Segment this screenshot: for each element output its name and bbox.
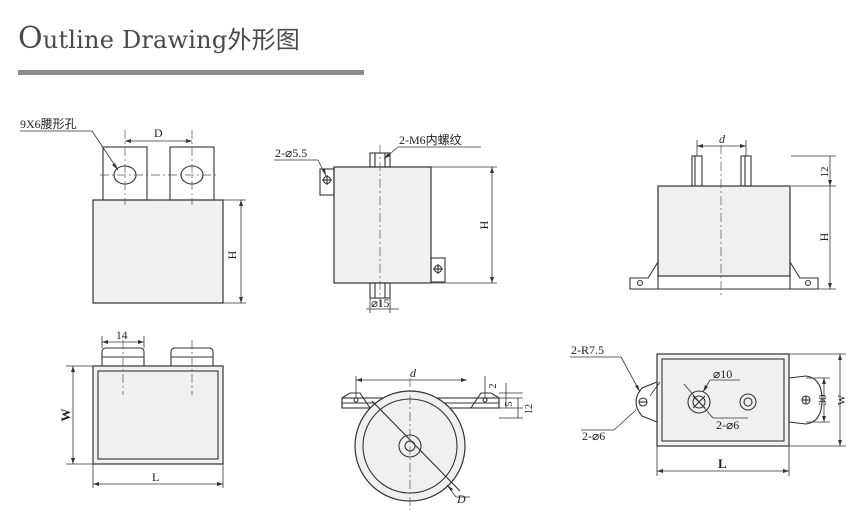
dim-5: 5 bbox=[504, 402, 515, 407]
title-underline bbox=[18, 70, 364, 75]
pin-right bbox=[740, 155, 752, 187]
dim-2: 2 bbox=[488, 384, 499, 389]
dim-D-circle: D bbox=[456, 492, 466, 506]
dim-30: 30 bbox=[817, 394, 829, 406]
dia-10-label: ⌀10 bbox=[713, 367, 732, 381]
dim-12-right: 12 bbox=[819, 167, 831, 178]
title-english: Outline Drawing bbox=[18, 21, 228, 56]
dim-H-1: H bbox=[225, 250, 239, 259]
view-top-flange: 2-R7.5 2-⌀6 ⌀10 2-⌀6 30 W L bbox=[570, 343, 848, 476]
title-first-letter: O bbox=[18, 21, 43, 56]
pin-left bbox=[691, 155, 703, 187]
view-side-m6: 2-M6内螺纹 2-⌀5.5 H ⌀15 bbox=[274, 133, 497, 313]
view-front-pins: d 12 H bbox=[629, 132, 836, 296]
dia-5-5-label: 2-⌀5.5 bbox=[275, 146, 307, 160]
slot-hole-label: 9X6腰形孔 bbox=[20, 117, 77, 131]
dim-d-mid: d bbox=[410, 366, 417, 380]
dim-d-upper: d bbox=[719, 132, 726, 146]
mount-tab-right bbox=[430, 257, 446, 283]
body-inner-outline bbox=[97, 370, 219, 460]
dim-L-right: L bbox=[718, 456, 727, 471]
terminal-top-right bbox=[739, 393, 757, 411]
bushing-left bbox=[101, 347, 145, 367]
dia-6-left-label: 2-⌀6 bbox=[582, 429, 605, 443]
view-end-circle: d 2 5 12 D bbox=[341, 366, 535, 510]
bushing-right bbox=[170, 347, 214, 367]
foot-right bbox=[789, 260, 819, 290]
view-top-section: 14 W L bbox=[58, 330, 224, 488]
capacitor-body-side bbox=[333, 166, 432, 284]
dim-W-left: W bbox=[58, 409, 73, 422]
foot-left bbox=[629, 260, 659, 290]
body-top-inner bbox=[661, 358, 785, 442]
page-title: Outline Drawing外形图 bbox=[18, 20, 300, 56]
dim-12-mid: 12 bbox=[524, 404, 535, 414]
dim-H-2: H bbox=[477, 220, 491, 229]
mount-tab-left bbox=[319, 168, 335, 196]
flange-left bbox=[635, 381, 658, 423]
title-chinese: 外形图 bbox=[227, 26, 301, 54]
body-top bbox=[656, 353, 790, 447]
terminal-top-left bbox=[687, 390, 711, 414]
dim-L-left: L bbox=[152, 470, 159, 484]
dia-6-right-label: 2-⌀6 bbox=[716, 418, 739, 432]
dia-15-label: ⌀15 bbox=[371, 298, 390, 310]
title-rest: utline Drawing bbox=[42, 26, 228, 54]
dim-W-right: W bbox=[836, 394, 848, 405]
r7-5-label: 2-R7.5 bbox=[571, 343, 604, 357]
body-outline bbox=[92, 365, 224, 465]
dim-D-upper: D bbox=[154, 126, 163, 140]
dim-H-3: H bbox=[817, 232, 831, 241]
m6-thread-label: 2-M6内螺纹 bbox=[399, 133, 462, 147]
capacitor-body bbox=[92, 199, 224, 304]
capacitor-body-pins bbox=[657, 185, 791, 277]
dim-14: 14 bbox=[116, 330, 128, 342]
view-front-busbar: D 9X6腰形孔 H bbox=[20, 117, 246, 304]
